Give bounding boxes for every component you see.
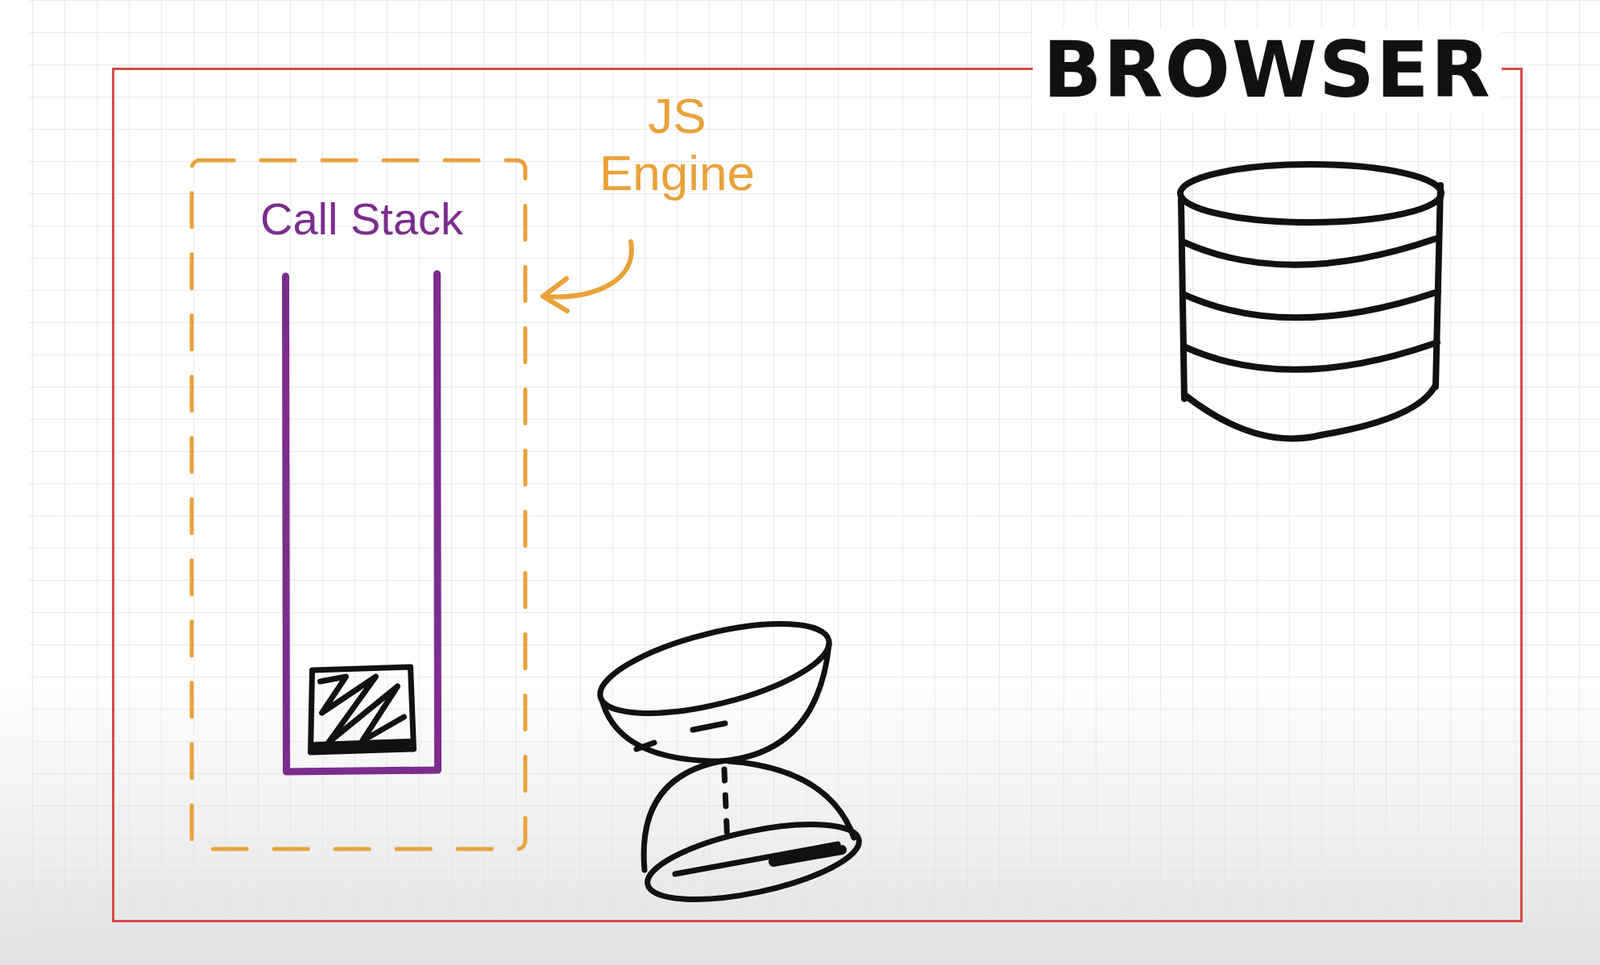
frame-box — [310, 667, 415, 753]
stack-outline — [240, 193, 483, 782]
hourglass-dashes — [636, 723, 726, 750]
database-left — [1181, 199, 1185, 399]
hourglass-base — [641, 809, 866, 915]
leader-arrow — [543, 241, 632, 311]
hourglass-stream — [724, 769, 728, 846]
database-icon — [1180, 164, 1442, 439]
hourglass-icon — [592, 605, 866, 915]
frame-scribble — [315, 742, 410, 747]
database-top — [1180, 164, 1442, 223]
call-stack: Call Stack — [240, 193, 483, 782]
database-bottom — [1184, 385, 1436, 439]
js-engine-box: JS EngineCall Stack — [189, 157, 528, 852]
database-right — [1435, 185, 1441, 387]
stack-label: Call Stack — [260, 193, 464, 245]
browser-title: BROWSER — [1032, 28, 1501, 114]
database-band — [1182, 291, 1439, 318]
stack-container — [286, 273, 439, 772]
leader-line — [544, 241, 632, 297]
hourglass-top — [592, 605, 838, 732]
hourglass-upper-bulb — [602, 644, 830, 762]
frame-scribble — [320, 676, 405, 743]
hourglass-sand-pile — [773, 849, 842, 863]
engine-border — [191, 160, 526, 850]
browser-frame: BROWSERJS EngineCall Stack — [111, 67, 1523, 923]
arrow-head — [543, 278, 568, 311]
stack-frame — [310, 667, 415, 753]
engine-label: JS Engine — [599, 87, 755, 203]
database-band — [1182, 237, 1439, 266]
database-band — [1183, 342, 1438, 370]
